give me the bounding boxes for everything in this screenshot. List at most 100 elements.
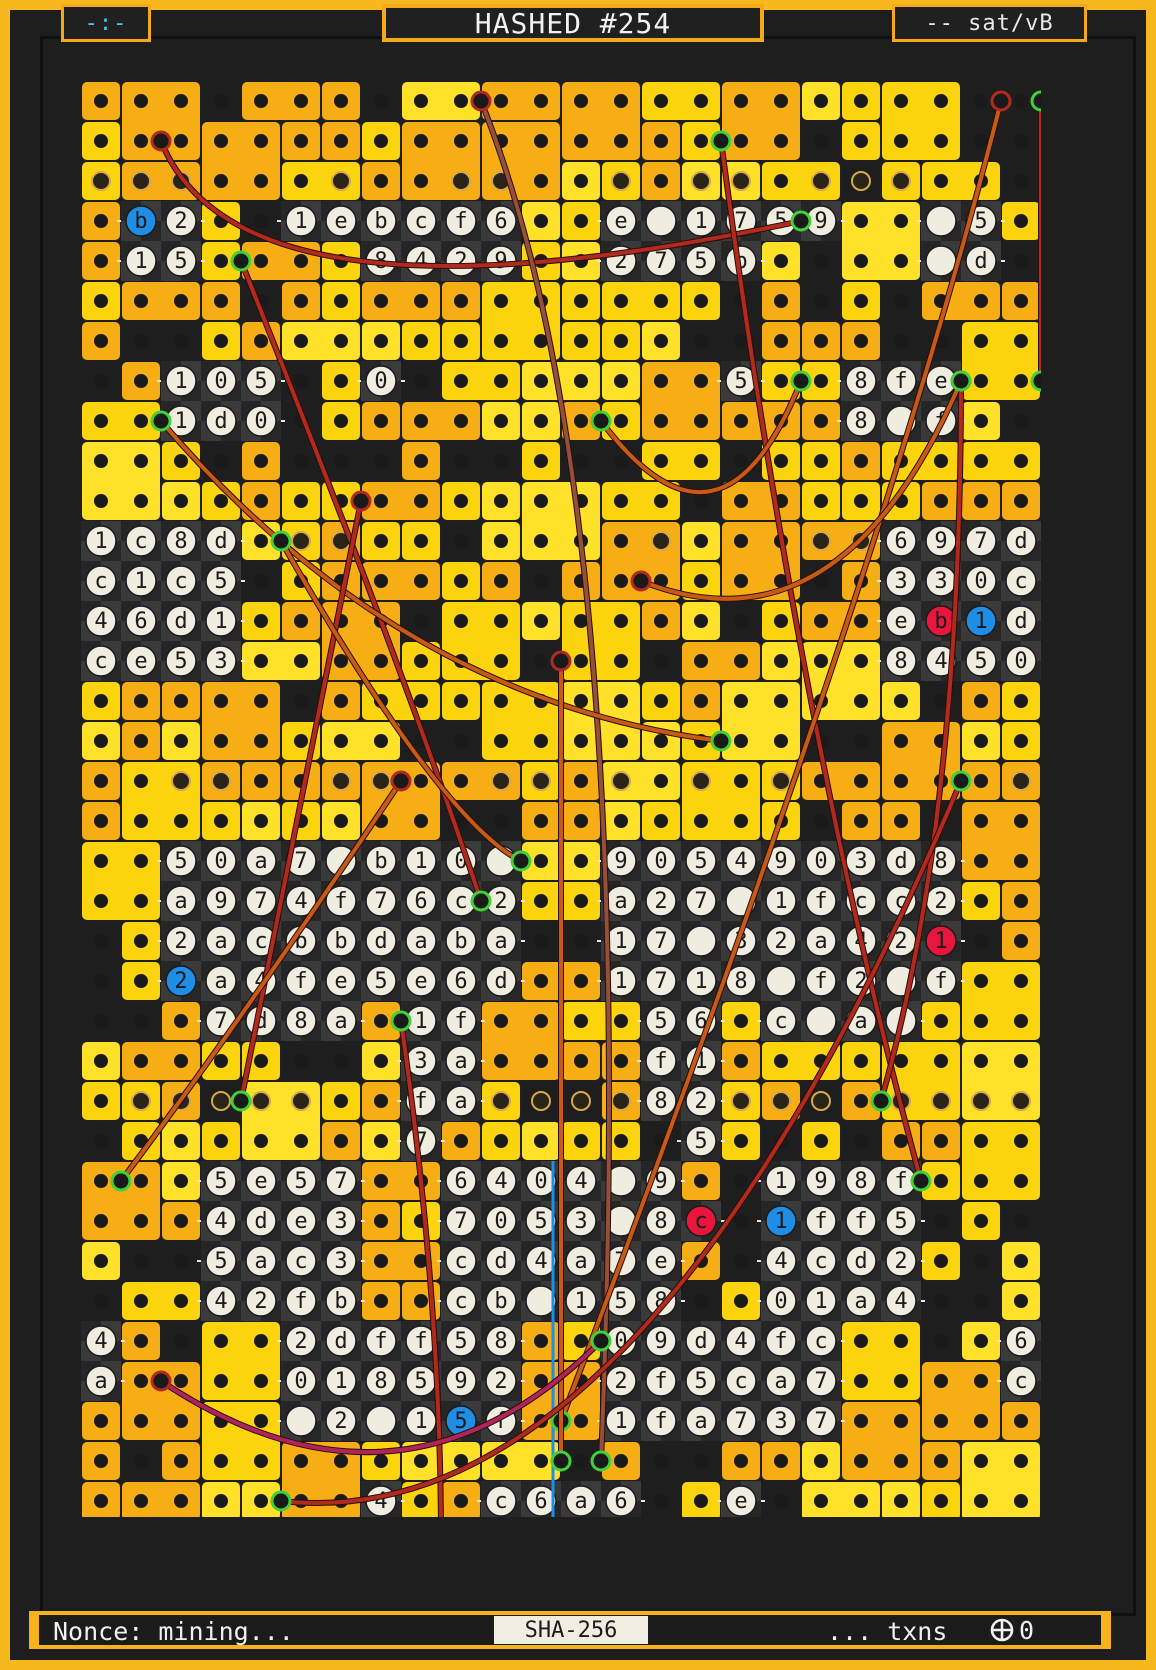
chip-char: a (414, 929, 427, 954)
board-hole (1014, 254, 1028, 268)
board-hole (534, 334, 548, 348)
chip-pin (845, 1245, 877, 1277)
wire-end (950, 770, 972, 792)
board-hole (774, 254, 788, 268)
board-hole (334, 134, 348, 148)
board-hole (134, 814, 148, 828)
board-hole (534, 174, 548, 188)
board-hole (534, 894, 548, 908)
board-hole (574, 1334, 588, 1348)
chip-char: a (334, 1009, 347, 1034)
board-hole (454, 1134, 468, 1148)
board-hole (974, 1054, 988, 1068)
chip-char: 4 (94, 609, 107, 634)
chip-pin (205, 1285, 237, 1317)
board-block (522, 482, 600, 560)
chip-char: c (134, 529, 147, 554)
chip-pin (285, 205, 317, 237)
board-hole (734, 414, 748, 428)
chip-pin (805, 885, 837, 917)
board-hole (494, 574, 508, 588)
chip-char: 6 (894, 529, 907, 554)
chip-char: a (454, 1089, 467, 1114)
board-hole (774, 1494, 788, 1508)
board-hole (134, 334, 148, 348)
board-hole (614, 1014, 628, 1028)
chip-pin (125, 245, 157, 277)
board-hole (974, 934, 988, 948)
board-hole (1014, 974, 1028, 988)
board-hole (1014, 1174, 1028, 1188)
chip-char: f (414, 1329, 427, 1354)
board-hole (694, 614, 708, 628)
hex-chip: 4 (81, 1321, 125, 1361)
board-hole (94, 1294, 108, 1308)
empty-socket (571, 1091, 591, 1111)
chip-char: 1 (774, 889, 787, 914)
board-hole (974, 1454, 988, 1468)
board-hole (134, 1494, 148, 1508)
chip-char: 1 (934, 929, 947, 954)
chip-char: f (854, 1209, 867, 1234)
board-hole (174, 454, 188, 468)
board-hole (694, 374, 708, 388)
chip-char: 3 (774, 1409, 787, 1434)
hex-chip: e (717, 1481, 765, 1517)
board-hole (214, 174, 228, 188)
chip-pin (685, 925, 717, 957)
chip-char: 2 (294, 1329, 307, 1354)
chip-pin (685, 1325, 717, 1357)
board-hole (574, 854, 588, 868)
board-hole (534, 614, 548, 628)
board-hole (374, 1454, 388, 1468)
chip-pin (405, 205, 437, 237)
chip-pin (165, 365, 197, 397)
chip-pin (365, 845, 397, 877)
board-hole (214, 694, 228, 708)
board-hole (294, 134, 308, 148)
chip-char: 5 (374, 969, 387, 994)
chip-char: 3 (934, 569, 947, 594)
board-block (962, 1442, 1040, 1517)
board-hole (894, 694, 908, 708)
board-block (362, 1162, 440, 1200)
board-hole (94, 494, 108, 508)
wire-end (550, 1450, 572, 1472)
board-hole (374, 1094, 388, 1108)
empty-socket (171, 771, 191, 791)
board-hole (934, 1254, 948, 1268)
wire-end (510, 850, 532, 872)
board-hole (894, 254, 908, 268)
empty-socket (691, 171, 711, 191)
chip-char: 6 (494, 209, 507, 234)
chip-pin (485, 1485, 517, 1517)
chip-char: 0 (254, 409, 267, 434)
chip-pin (925, 245, 957, 277)
board-hole (374, 1254, 388, 1268)
board-hole (734, 1134, 748, 1148)
board-hole (1014, 1054, 1028, 1068)
board-hole (94, 214, 108, 228)
board-hole (1014, 814, 1028, 828)
wire-end (390, 1010, 412, 1032)
chip-char: 9 (494, 249, 507, 274)
board-hole (294, 1134, 308, 1148)
chip-char: b (334, 1289, 347, 1314)
board-hole (654, 1494, 668, 1508)
chip-char: c (814, 1329, 827, 1354)
empty-socket (251, 1091, 271, 1111)
board-hole (654, 454, 668, 468)
chip-char: 5 (174, 649, 187, 674)
wire-end (630, 570, 652, 592)
board-hole (974, 854, 988, 868)
chip-pin (685, 965, 717, 997)
chip-pin (325, 1005, 357, 1037)
chip-pin (325, 845, 357, 877)
board-hole (894, 814, 908, 828)
